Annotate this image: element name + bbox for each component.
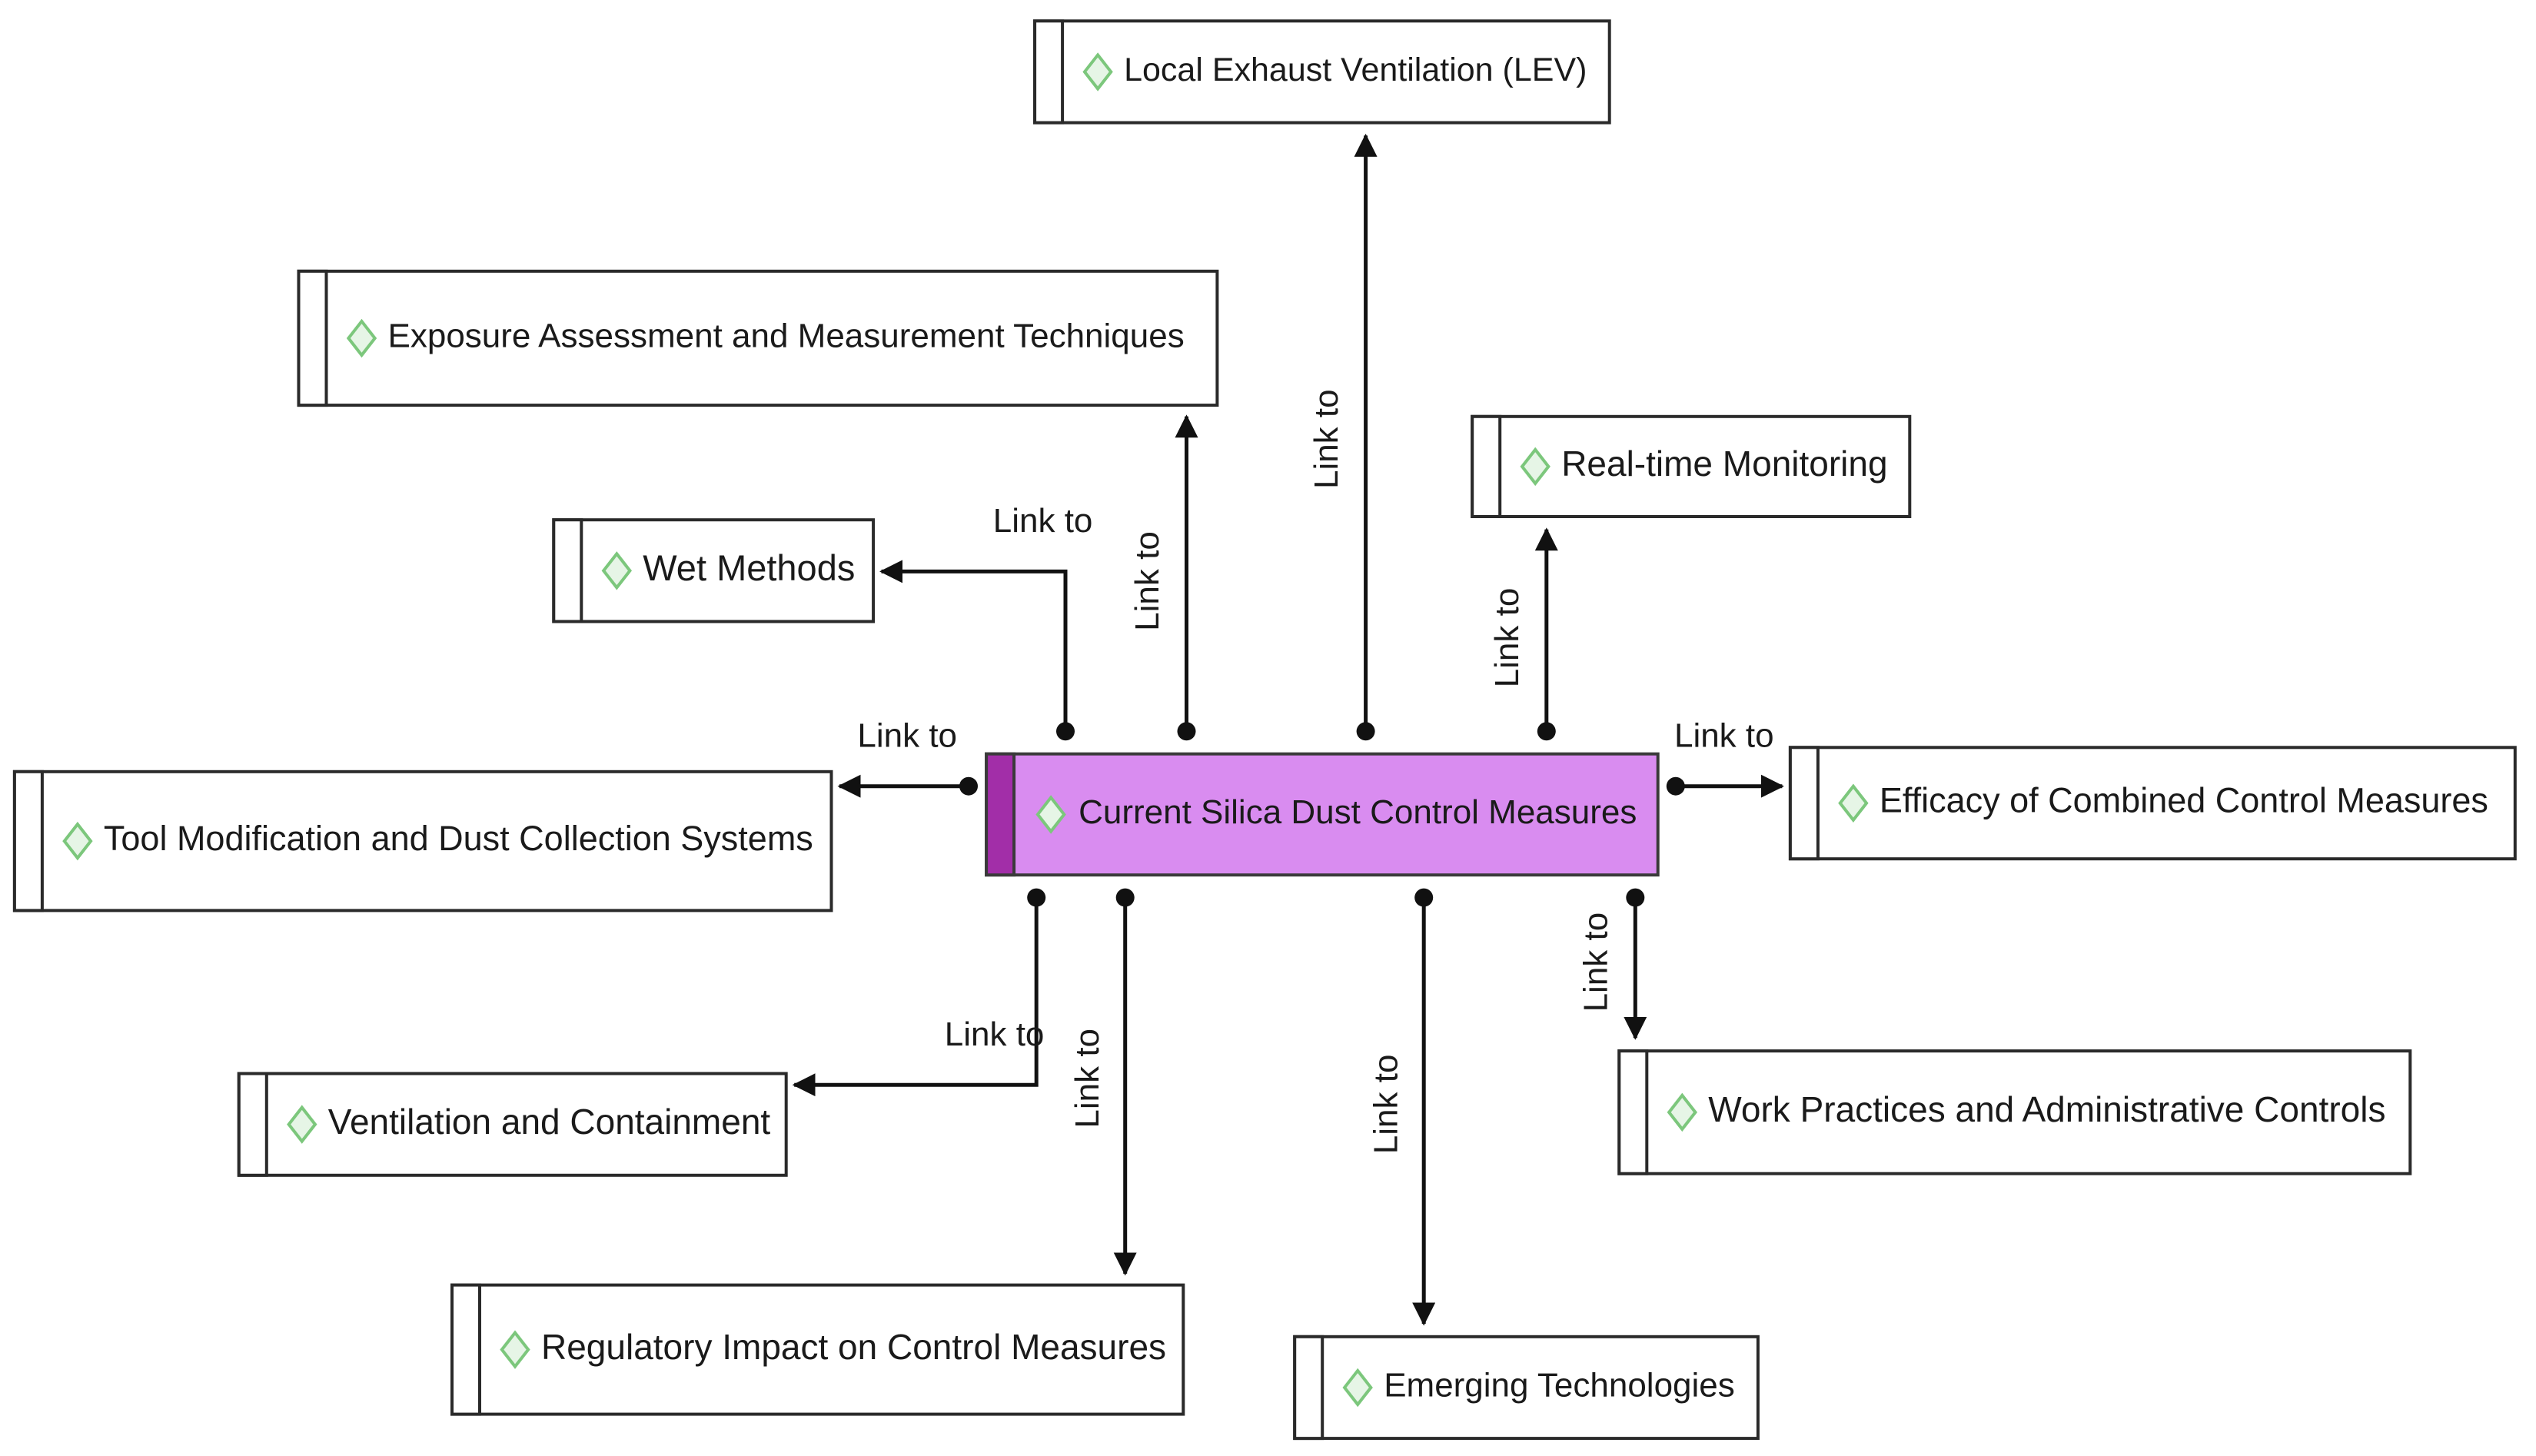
- node-emerging[interactable]: Emerging Technologies: [1293, 1335, 1760, 1441]
- node-label: Tool Modification and Dust Collection Sy…: [104, 819, 813, 858]
- central-topic-label: Current Silica Dust Control Measures: [1079, 793, 1637, 831]
- diamond-icon: [1520, 447, 1551, 487]
- node-stripe: [552, 518, 583, 623]
- node-stripe: [450, 1283, 481, 1416]
- node-stripe: [1033, 19, 1065, 125]
- node-box: [1617, 1049, 2412, 1175]
- node-tool[interactable]: Tool Modification and Dust Collection Sy…: [12, 770, 833, 912]
- connector-start-dot: [1666, 776, 1685, 796]
- link-ventilation[interactable]: Link to: [792, 888, 1046, 1097]
- node-label: Ventilation and Containment: [328, 1102, 771, 1142]
- diamond-icon: [500, 1330, 530, 1369]
- node-stripe: [1617, 1049, 1649, 1175]
- node-stripe: [237, 1072, 268, 1177]
- diamond-icon: [1838, 783, 1869, 823]
- topic-nodes: Local Exhaust Ventilation (LEV) Exposure …: [12, 19, 2517, 1441]
- link-efficacy[interactable]: Link to: [1666, 716, 1784, 798]
- connector-start-dot: [959, 776, 978, 796]
- node-box: [1033, 19, 1611, 125]
- node-label: Work Practices and Administrative Contro…: [1708, 1089, 2385, 1129]
- node-label: Local Exhaust Ventilation (LEV): [1124, 52, 1587, 88]
- link-label: Link to: [1577, 912, 1615, 1012]
- node-label: Exposure Assessment and Measurement Tech…: [388, 317, 1185, 355]
- connector-line: [879, 560, 1068, 732]
- connector-start-dot: [1537, 722, 1556, 741]
- link-label: Link to: [945, 1016, 1045, 1053]
- node-label: Regulatory Impact on Control Measures: [541, 1327, 1166, 1367]
- link-exposure[interactable]: Link to: [1128, 414, 1198, 741]
- node-stripe: [297, 269, 328, 407]
- diamond-icon: [1342, 1368, 1373, 1408]
- node-stripe: [12, 770, 44, 912]
- diamond-icon: [1082, 52, 1113, 91]
- link-label: Link to: [1488, 588, 1526, 688]
- node-ventilation[interactable]: Ventilation and Containment: [237, 1072, 788, 1177]
- node-exposure[interactable]: Exposure Assessment and Measurement Tech…: [297, 269, 1219, 407]
- link-label: Link to: [1674, 716, 1774, 754]
- link-label: Link to: [857, 716, 957, 754]
- connectors: Link to Link to Link to Link to Link to Link …: [792, 133, 1784, 1326]
- node-stripe: [1471, 414, 1502, 518]
- node-efficacy[interactable]: Efficacy of Combined Control Measures: [1788, 746, 2517, 861]
- node-box: [237, 1072, 788, 1177]
- diamond-icon: [346, 318, 377, 358]
- connector-start-dot: [1115, 888, 1135, 907]
- diamond-icon: [287, 1105, 317, 1144]
- node-label: Efficacy of Combined Control Measures: [1880, 781, 2488, 820]
- node-regulatory[interactable]: Regulatory Impact on Control Measures: [450, 1283, 1185, 1416]
- link-wet[interactable]: Link to: [879, 502, 1093, 741]
- node-work[interactable]: Work Practices and Administrative Contro…: [1617, 1049, 2412, 1175]
- link-emerging[interactable]: Link to: [1368, 888, 1436, 1326]
- connector-start-dot: [1356, 722, 1375, 741]
- diamond-icon: [62, 821, 93, 861]
- node-wet[interactable]: Wet Methods: [552, 518, 876, 623]
- diamond-icon: [1035, 795, 1066, 834]
- node-label: Wet Methods: [643, 547, 855, 588]
- central-topic-box: [985, 752, 1660, 877]
- link-regulatory[interactable]: Link to: [1069, 888, 1137, 1276]
- connector-start-dot: [1626, 888, 1645, 907]
- node-label: Emerging Technologies: [1384, 1367, 1735, 1404]
- link-lev[interactable]: Link to: [1308, 133, 1378, 741]
- node-box: [450, 1283, 1185, 1416]
- link-label: Link to: [1069, 1029, 1106, 1129]
- node-stripe: [1293, 1335, 1325, 1441]
- connector-start-dot: [1177, 722, 1196, 741]
- node-label: Real-time Monitoring: [1561, 444, 1887, 484]
- link-label: Link to: [1308, 389, 1345, 489]
- node-stripe: [1788, 746, 1820, 861]
- link-label: Link to: [993, 502, 1093, 540]
- link-label: Link to: [1128, 531, 1166, 631]
- diamond-icon: [601, 551, 632, 590]
- link-label: Link to: [1368, 1055, 1405, 1155]
- node-box: [297, 269, 1219, 407]
- central-topic[interactable]: Current Silica Dust Control Measures: [985, 752, 1660, 877]
- link-work[interactable]: Link to: [1577, 888, 1647, 1040]
- node-box: [12, 770, 833, 912]
- link-realtime[interactable]: Link to: [1488, 527, 1558, 741]
- connector-start-dot: [1414, 888, 1434, 907]
- connector-start-dot: [1027, 888, 1046, 907]
- connector-start-dot: [1056, 722, 1075, 741]
- node-lev[interactable]: Local Exhaust Ventilation (LEV): [1033, 19, 1611, 125]
- link-tool[interactable]: Link to: [837, 716, 978, 798]
- node-realtime[interactable]: Real-time Monitoring: [1471, 414, 1912, 518]
- connector-line: [792, 897, 1039, 1097]
- diamond-icon: [1667, 1092, 1697, 1132]
- central-topic-stripe: [985, 752, 1016, 877]
- node-box: [1788, 746, 2517, 861]
